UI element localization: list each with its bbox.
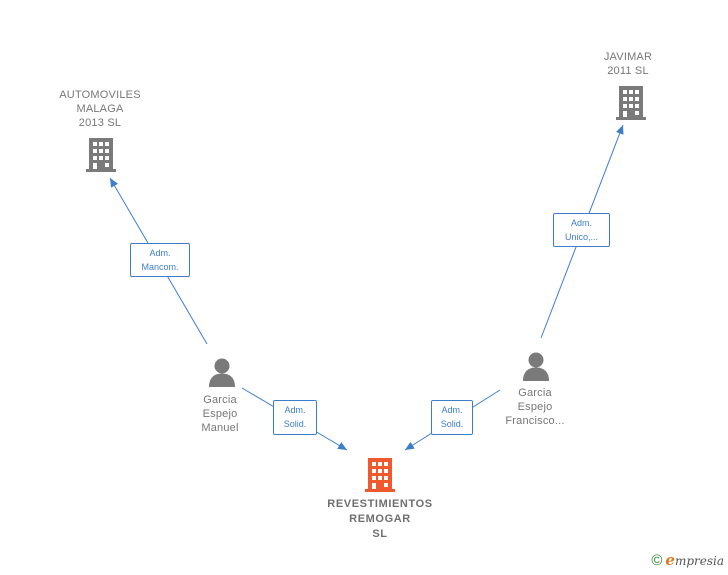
person-icon[interactable]	[209, 358, 235, 388]
node-label-javimar[interactable]: JAVIMAR 2011 SL	[603, 51, 653, 77]
edge-label-adm-unico: Adm. Unico,...	[553, 213, 610, 247]
edge-label-adm-solid-francisco: Adm. Solid.	[431, 400, 473, 435]
copyright-notice: © empresia	[651, 551, 724, 569]
empresia-logo[interactable]: empresia	[665, 551, 724, 569]
building-icon[interactable]	[616, 86, 646, 120]
building-icon[interactable]	[365, 458, 395, 492]
edge-label-adm-solid-manuel: Adm. Solid.	[273, 400, 317, 435]
building-icon[interactable]	[86, 138, 116, 172]
copyright-icon: ©	[651, 551, 663, 569]
node-label-revestimientos-remogar[interactable]: REVESTIMIENTOS REMOGAR SL	[327, 498, 433, 540]
node-label-garcia-espejo-francisco[interactable]: Garcia Espejo Francisco...	[505, 387, 565, 427]
node-label-automoviles-malaga[interactable]: AUTOMOVILES MALAGA 2013 SL	[59, 89, 141, 129]
edge-label-adm-mancom: Adm. Mancom.	[130, 243, 190, 277]
person-icon[interactable]	[523, 352, 549, 382]
node-label-garcia-espejo-manuel[interactable]: Garcia Espejo Manuel	[201, 394, 239, 434]
